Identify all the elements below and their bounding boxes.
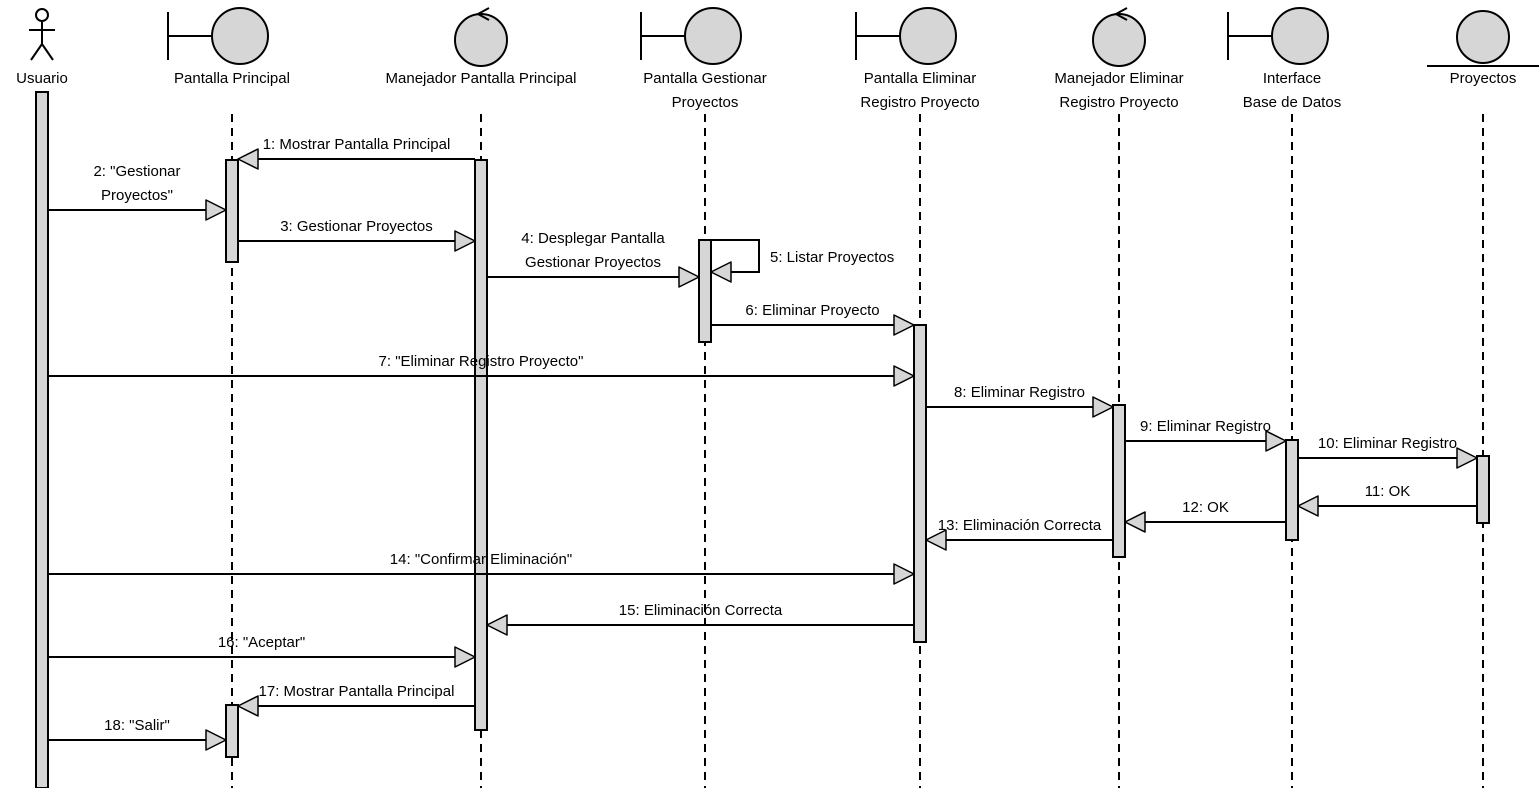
arrow-head-icon bbox=[1297, 495, 1319, 517]
participant-name: Registro Proyecto bbox=[860, 94, 979, 111]
message-line bbox=[711, 239, 760, 273]
control-arrow-icon bbox=[1113, 7, 1128, 21]
arrow-head-icon bbox=[925, 529, 947, 551]
message-5: 5: Listar Proyectos bbox=[710, 239, 894, 283]
message-17: 17: Mostrar Pantalla Principal bbox=[237, 683, 475, 717]
participant-name: Manejador Pantalla Principal bbox=[386, 70, 577, 87]
message-label: 18: "Salir" bbox=[104, 717, 170, 734]
entity-icon bbox=[1456, 10, 1510, 64]
activation-bar bbox=[698, 239, 712, 343]
message-label: 6: Eliminar Proyecto bbox=[745, 302, 879, 319]
message-8: 8: Eliminar Registro bbox=[926, 384, 1114, 418]
message-label: 1: Mostrar Pantalla Principal bbox=[263, 136, 451, 153]
message-label: Gestionar Proyectos bbox=[525, 254, 661, 271]
participant-name: Base de Datos bbox=[1243, 94, 1341, 111]
arrow-head-icon bbox=[454, 230, 476, 252]
message-label: 7: "Eliminar Registro Proyecto" bbox=[379, 353, 584, 370]
activation-bar bbox=[225, 704, 239, 758]
activation-bar bbox=[1476, 455, 1490, 524]
arrow-head-icon bbox=[893, 563, 915, 585]
arrow-head-icon bbox=[1124, 511, 1146, 533]
participant-name: Proyectos bbox=[1450, 70, 1517, 87]
participant-manejador-pantalla-principal: Manejador Pantalla Principal bbox=[386, 7, 577, 87]
arrow-head-icon bbox=[893, 365, 915, 387]
message-label: 15: Eliminación Correcta bbox=[619, 602, 783, 619]
activation-bar bbox=[35, 91, 49, 788]
arrow-head-icon bbox=[486, 614, 508, 636]
participant-proyectos: Proyectos bbox=[1427, 10, 1539, 87]
message-13: 13: Eliminación Correcta bbox=[925, 517, 1113, 551]
message-label: 10: Eliminar Registro bbox=[1318, 435, 1457, 452]
message-label: 11: OK bbox=[1365, 483, 1411, 500]
message-16: 16: "Aceptar" bbox=[48, 634, 476, 668]
arrow-head-icon bbox=[237, 148, 259, 170]
message-label: 8: Eliminar Registro bbox=[954, 384, 1085, 401]
message-label: 14: "Confirmar Eliminación" bbox=[390, 551, 572, 568]
message-label: Proyectos" bbox=[101, 187, 173, 204]
message-18: 18: "Salir" bbox=[48, 717, 227, 751]
message-12: 12: OK bbox=[1124, 499, 1286, 533]
arrow-head-icon bbox=[1092, 396, 1114, 418]
participant-name: Usuario bbox=[16, 70, 68, 87]
participant-name: Interface bbox=[1263, 70, 1321, 87]
participant-pantalla-principal: Pantalla Principal bbox=[167, 7, 290, 87]
arrow-head-icon bbox=[205, 729, 227, 751]
actor-leg bbox=[41, 43, 54, 61]
boundary-icon bbox=[899, 7, 957, 65]
arrow-head-icon bbox=[205, 199, 227, 221]
control-arrow-icon bbox=[475, 7, 490, 21]
activation-bar bbox=[474, 159, 488, 731]
message-14: 14: "Confirmar Eliminación" bbox=[48, 551, 915, 585]
message-label: 13: Eliminación Correcta bbox=[938, 517, 1102, 534]
arrow-head-icon bbox=[237, 695, 259, 717]
message-15: 15: Eliminación Correcta bbox=[486, 602, 914, 636]
control-icon bbox=[454, 13, 508, 67]
activation-bar bbox=[1285, 439, 1299, 541]
control-icon bbox=[1092, 13, 1146, 67]
participant-name: Pantalla Principal bbox=[174, 70, 290, 87]
message-label: 4: Desplegar Pantalla bbox=[521, 230, 665, 247]
message-3: 3: Gestionar Proyectos bbox=[238, 218, 476, 252]
boundary-icon bbox=[211, 7, 269, 65]
message-11: 11: OK bbox=[1297, 483, 1477, 517]
participant-name: Proyectos bbox=[672, 94, 739, 111]
activation-bar bbox=[913, 324, 927, 643]
participant-usuario: Usuario bbox=[16, 8, 68, 87]
actor-leg bbox=[30, 43, 43, 61]
message-label: 12: OK bbox=[1182, 499, 1229, 516]
message-label: 16: "Aceptar" bbox=[218, 634, 305, 651]
message-6: 6: Eliminar Proyecto bbox=[711, 302, 915, 336]
participant-name: Manejador Eliminar bbox=[1054, 70, 1183, 87]
message-1: 1: Mostrar Pantalla Principal bbox=[237, 136, 475, 170]
message-7: 7: "Eliminar Registro Proyecto" bbox=[48, 353, 915, 387]
message-label: 9: Eliminar Registro bbox=[1140, 418, 1271, 435]
arrow-head-icon bbox=[678, 266, 700, 288]
participant-name: Pantalla Gestionar bbox=[643, 70, 766, 87]
boundary-icon bbox=[684, 7, 742, 65]
message-9: 9: Eliminar Registro bbox=[1125, 418, 1287, 452]
arrow-head-icon bbox=[893, 314, 915, 336]
activation-bar bbox=[1112, 404, 1126, 558]
message-label: 2: "Gestionar bbox=[93, 163, 180, 180]
arrow-head-icon bbox=[454, 646, 476, 668]
participant-name: Registro Proyecto bbox=[1059, 94, 1178, 111]
arrow-head-icon bbox=[1456, 447, 1478, 469]
activation-bar bbox=[225, 159, 239, 263]
boundary-icon bbox=[1271, 7, 1329, 65]
message-label: 5: Listar Proyectos bbox=[770, 249, 894, 266]
actor-head-icon bbox=[35, 8, 49, 22]
arrow-head-icon bbox=[710, 261, 732, 283]
message-label: 3: Gestionar Proyectos bbox=[280, 218, 433, 235]
participant-name: Pantalla Eliminar bbox=[864, 70, 977, 87]
message-label: 17: Mostrar Pantalla Principal bbox=[259, 683, 455, 700]
message-10: 10: Eliminar Registro bbox=[1298, 435, 1478, 469]
arrow-head-icon bbox=[1265, 430, 1287, 452]
